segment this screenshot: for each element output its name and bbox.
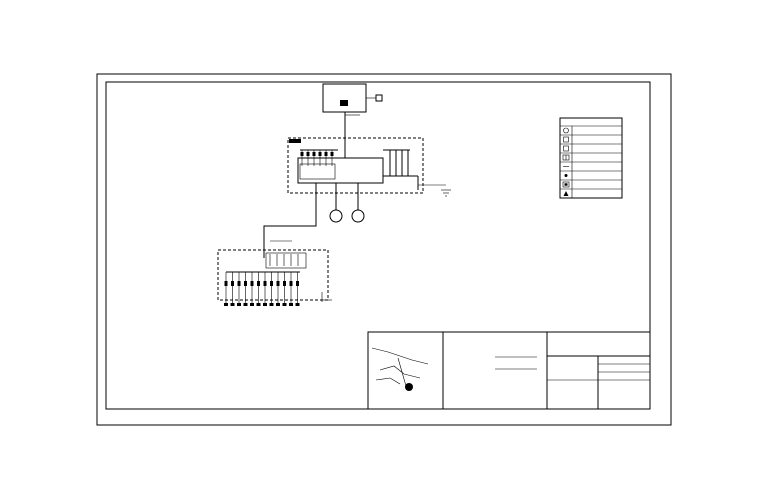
legend-row bbox=[560, 152, 622, 161]
box-symbol-icon bbox=[562, 181, 570, 188]
feeder-to-subpanel bbox=[263, 183, 317, 258]
branch-circuit bbox=[282, 272, 287, 306]
breaker bbox=[318, 150, 322, 166]
legend-row bbox=[560, 143, 622, 152]
service-feed bbox=[344, 112, 360, 150]
dot-symbol-icon bbox=[564, 174, 568, 177]
sub-panel bbox=[217, 249, 332, 306]
legend bbox=[559, 117, 623, 199]
branch-circuit bbox=[243, 272, 248, 306]
square-symbol-icon bbox=[563, 145, 569, 152]
breaker bbox=[330, 150, 334, 166]
branch-circuit bbox=[230, 272, 235, 306]
branch-circuit bbox=[295, 272, 300, 306]
breaker bbox=[300, 150, 304, 166]
legend-row bbox=[560, 179, 622, 188]
branch-circuit bbox=[263, 272, 267, 306]
branch-circuit bbox=[237, 272, 241, 306]
legend-row bbox=[563, 127, 569, 134]
bus-bars bbox=[383, 149, 418, 177]
title-block bbox=[367, 331, 651, 410]
branch-circuit bbox=[276, 272, 280, 306]
site-map bbox=[371, 347, 429, 391]
motor-connections bbox=[329, 183, 365, 223]
motor-1 bbox=[329, 209, 343, 223]
triangle-symbol-icon bbox=[563, 191, 569, 196]
breaker-group bbox=[300, 149, 338, 166]
grid-symbol-icon bbox=[562, 154, 570, 161]
branch-circuit bbox=[224, 272, 228, 306]
branch-circuits bbox=[224, 254, 300, 306]
sheet-border bbox=[96, 73, 672, 426]
branch-circuit bbox=[256, 272, 261, 306]
legend-row bbox=[560, 134, 622, 143]
branch-circuit bbox=[250, 272, 254, 306]
square-symbol-icon bbox=[563, 136, 569, 143]
breaker bbox=[306, 150, 310, 166]
meter-box bbox=[322, 83, 383, 113]
signature-fields bbox=[495, 356, 537, 370]
breaker bbox=[324, 150, 328, 166]
legend-row bbox=[560, 170, 622, 177]
breaker bbox=[312, 150, 316, 166]
main-panel bbox=[287, 137, 451, 197]
legend-row bbox=[560, 188, 622, 196]
branch-circuit bbox=[269, 272, 274, 306]
circle-symbol-icon bbox=[563, 127, 569, 134]
motor-2 bbox=[351, 209, 365, 223]
legend-row bbox=[560, 161, 622, 167]
branch-circuit bbox=[289, 272, 293, 306]
